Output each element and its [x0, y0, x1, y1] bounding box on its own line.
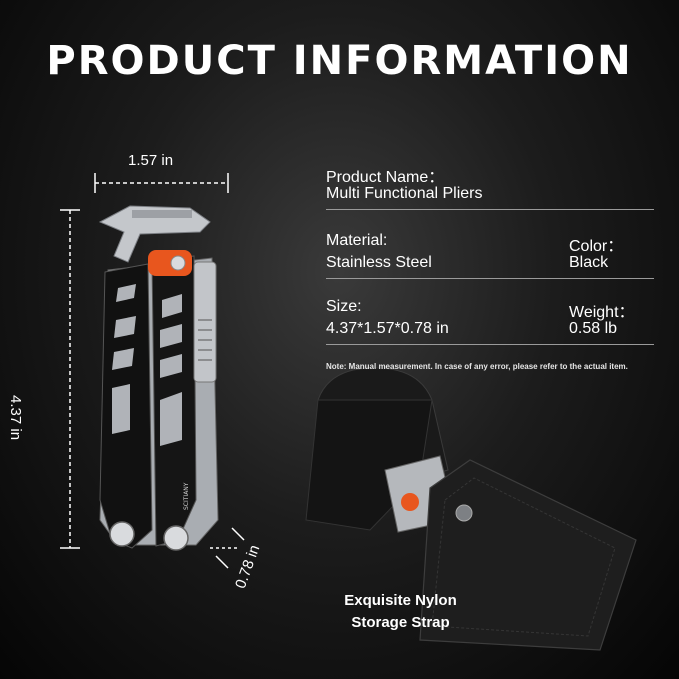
pouch-caption-line2: Storage Strap: [351, 614, 450, 631]
nylon-pouch: [305, 367, 637, 651]
width-dimension-line: [94, 173, 229, 193]
pouch-caption-line1: Exquisite Nylon: [344, 592, 457, 609]
depth-dimension-line: [210, 527, 245, 569]
width-dimension-label: 1.57 in: [128, 152, 174, 169]
pliers-head: [98, 205, 211, 263]
size-value: 4.37*1.57*0.78 in: [326, 320, 449, 337]
size-label: Size:: [326, 298, 362, 315]
weight-label: Weight：: [569, 304, 635, 321]
product-name-label: Product Name：: [326, 169, 445, 186]
divider: [326, 344, 654, 345]
material-label: Material:: [326, 232, 388, 249]
page-title: PRODUCT INFORMATION: [46, 38, 633, 84]
handle-brand-text: SCITIANY: [183, 482, 190, 510]
multi-tool-pliers: SCITIANY: [98, 205, 219, 551]
color-value: Black: [569, 254, 609, 271]
divider: [326, 278, 654, 279]
color-label: Color：: [569, 238, 624, 255]
product-name-value: Multi Functional Pliers: [326, 185, 483, 202]
material-value: Stainless Steel: [326, 254, 432, 271]
pouch-caption: Exquisite Nylon Storage Strap: [318, 590, 483, 634]
divider: [326, 209, 654, 210]
height-dimension-line: [60, 209, 80, 549]
weight-value: 0.58 lb: [569, 320, 618, 337]
measurement-note: Note: Manual measurement. In case of any…: [326, 362, 628, 371]
